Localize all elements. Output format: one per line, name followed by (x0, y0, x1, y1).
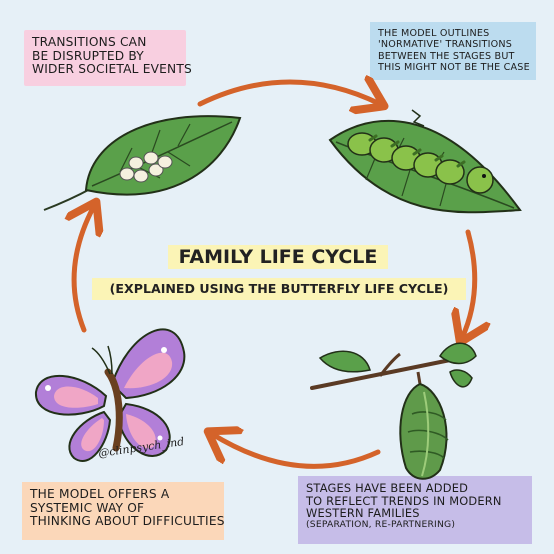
arrow-chrysalis-to-butterfly (212, 434, 381, 469)
note-systemic-thinking: THE MODEL OFFERS A SYSTEMIC WAY OF THINK… (22, 482, 224, 540)
note-line: WESTERN FAMILIES (306, 506, 420, 521)
leaf-with-eggs-icon (43, 115, 242, 211)
diagram-subtitle: (EXPLAINED USING THE BUTTERFLY LIFE CYCL… (92, 278, 466, 300)
cycle-arrows (74, 82, 475, 469)
note-normative-transitions: THE MODEL OUTLINES 'NORMATIVE' TRANSITIO… (370, 22, 536, 80)
chrysalis-icon (310, 342, 477, 480)
note-line: THE MODEL OFFERS A (30, 487, 170, 501)
note-line: THE MODEL OUTLINES (378, 28, 490, 39)
note-line: TRANSITIONS CAN (32, 35, 147, 49)
note-line: THIS MIGHT NOT BE THE CASE (378, 61, 530, 73)
caterpillar-body (347, 132, 494, 194)
diagram-title: FAMILY LIFE CYCLE (168, 245, 388, 269)
arrow-butterfly-to-egg (74, 206, 94, 333)
caterpillar-on-leaf-icon (328, 109, 522, 214)
arrow-egg-to-caterpillar (197, 82, 380, 104)
note-stages-added: STAGES HAVE BEEN ADDED TO REFLECT TRENDS… (298, 476, 532, 544)
note-line: TO REFLECT TRENDS IN MODERN (306, 493, 502, 508)
artist-signature: @clinpsych_ind (97, 435, 186, 460)
note-line: SYSTEMIC WAY OF (30, 500, 145, 515)
note-line: 'NORMATIVE' TRANSITIONS (378, 39, 513, 51)
note-line: WIDER SOCIETAL EVENTS (32, 62, 192, 77)
note-line: (SEPARATION, RE-PARTNERING) (306, 518, 456, 530)
note-transitions-disrupted: TRANSITIONS CAN BE DISRUPTED BY WIDER SO… (24, 30, 192, 86)
note-line: BETWEEN THE STAGES BUT (378, 50, 515, 62)
note-line: THINKING ABOUT DIFFICULTIES (30, 514, 225, 529)
note-line: STAGES HAVE BEEN ADDED (306, 481, 469, 495)
note-line: BE DISRUPTED BY (32, 48, 144, 63)
